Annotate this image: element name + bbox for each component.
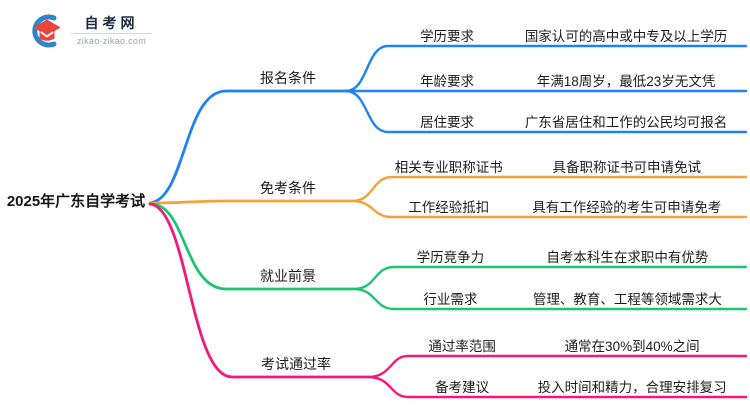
leaf-label: 居住要求 xyxy=(420,115,475,130)
site-logo: 自考网 zikao-zikao.com xyxy=(28,13,153,49)
leaf-line-certificate xyxy=(350,175,748,203)
leaf-line-competitiveness xyxy=(352,265,748,291)
leaf-value: 具备职称证书可申请免试 xyxy=(552,160,701,175)
leaf-line-residence xyxy=(344,89,748,134)
site-domain: zikao-zikao.com xyxy=(71,33,153,47)
leaf-row: 相关专业职称证书 具备职称证书可申请免试 xyxy=(390,156,746,176)
leaf-row: 备考建议 投入时间和精力，合理安排复习 xyxy=(406,376,746,396)
leaf-line-raterange xyxy=(366,354,748,379)
leaf-value: 年满18周岁，最低23岁无文凭 xyxy=(536,74,716,89)
root-node: 2025年广东自学考试 xyxy=(6,193,146,210)
leaf-value: 管理、教育、工程等领域需求大 xyxy=(532,292,722,307)
leaf-label: 年龄要求 xyxy=(420,74,475,89)
leaf-value: 广东省居住和工作的公民均可报名 xyxy=(524,115,728,130)
leaf-value: 具有工作经验的考生可申请免考 xyxy=(532,200,722,215)
branch-node-enroll: 报名条件 xyxy=(260,70,316,86)
branch-line-passrate xyxy=(148,202,370,379)
leaf-row: 学历竞争力 自考本科生在求职中有优势 xyxy=(392,246,746,266)
leaf-row: 行业需求 管理、教育、工程等领域需求大 xyxy=(392,288,746,308)
branch-line-enroll xyxy=(148,89,348,205)
leaf-label: 备考建议 xyxy=(435,380,490,395)
branch-node-career: 就业前景 xyxy=(260,268,316,284)
site-logo-text: 自考网 zikao-zikao.com xyxy=(71,15,153,47)
branch-line-career xyxy=(148,202,356,291)
leaf-row: 通过率范围 通常在30%到40%之间 xyxy=(406,335,746,355)
leaf-label: 学历竞争力 xyxy=(416,250,485,265)
leaf-line-experience xyxy=(350,199,748,219)
branch-node-exempt: 免考条件 xyxy=(260,180,316,196)
leaf-label: 相关专业职称证书 xyxy=(394,160,503,175)
leaf-value: 自考本科生在求职中有优势 xyxy=(546,250,709,265)
leaf-row: 学历要求 国家认可的高中或中专及以上学历 xyxy=(388,25,746,45)
leaf-line-education xyxy=(344,44,748,93)
leaf-label: 行业需求 xyxy=(423,292,478,307)
leaf-label: 通过率范围 xyxy=(428,339,496,354)
leaf-row: 居住要求 广东省居住和工作的公民均可报名 xyxy=(388,111,746,131)
graduation-cap-icon xyxy=(32,14,61,48)
leaf-row: 年龄要求 年满18周岁，最低23岁无文凭 xyxy=(388,70,746,90)
leaf-value: 投入时间和精力，合理安排复习 xyxy=(537,380,727,395)
branch-line-exempt xyxy=(148,199,354,205)
branch-node-passrate: 考试通过率 xyxy=(261,356,331,372)
site-name: 自考网 xyxy=(84,15,139,31)
leaf-line-preparation xyxy=(366,375,748,399)
leaf-line-industry xyxy=(352,287,748,311)
leaf-value: 国家认可的高中或中专及以上学历 xyxy=(524,29,728,44)
leaf-label: 工作经验抵扣 xyxy=(408,200,490,215)
leaf-value: 通常在30%到40%之间 xyxy=(564,339,700,354)
leaf-row: 工作经验抵扣 具有工作经验的考生可申请免考 xyxy=(390,196,746,216)
leaf-label: 学历要求 xyxy=(420,29,475,44)
